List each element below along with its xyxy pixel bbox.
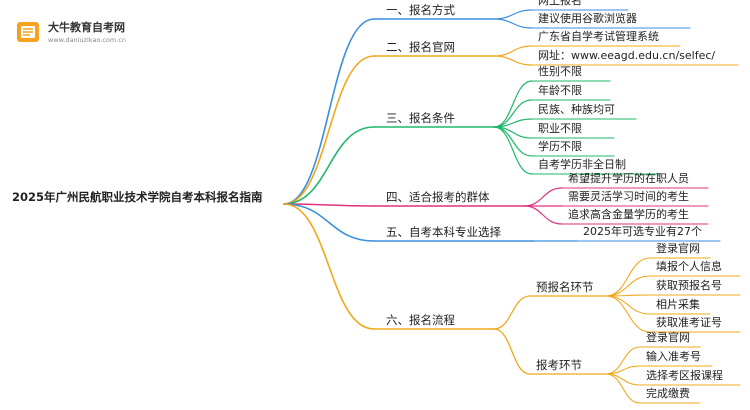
branch-1-label: 一、报名方式	[386, 3, 455, 17]
branch-5-leaf: 2025年可选专业有27个	[583, 225, 702, 238]
connector-line	[283, 126, 375, 205]
flow-step-label: 相片采集	[656, 298, 700, 311]
connector-line	[605, 346, 641, 375]
logo-title: 大牛教育自考网	[48, 21, 125, 34]
connector-line	[605, 373, 641, 404]
root-topic: 2025年广州民航职业技术学院自考本科报名指南	[12, 190, 263, 204]
branch-3-leaf: 性别不限	[538, 65, 582, 78]
branch-3-leaf: 民族、种族均可	[538, 103, 615, 116]
connector-line	[523, 205, 563, 225]
branch-1-leaf: 建议使用谷歌浏览器	[538, 12, 637, 25]
connector-line	[283, 203, 375, 330]
connector-line	[493, 328, 531, 375]
connector-line	[493, 126, 533, 175]
connector-line	[523, 187, 563, 207]
branch-1-leaf: 网上报名	[538, 0, 582, 7]
branch-2-label: 二、报名官网	[386, 40, 455, 54]
connector-line	[493, 55, 533, 66]
branch-4-leaf: 需要灵活学习时间的考生	[568, 190, 689, 203]
connector-line	[493, 18, 533, 29]
connector-line	[605, 373, 641, 386]
connector-line	[283, 203, 375, 242]
branch-3-leaf: 学历不限	[538, 140, 582, 153]
connector-line	[605, 275, 651, 297]
branch-3-leaf: 职业不限	[538, 122, 582, 135]
connector-line	[493, 9, 533, 20]
connector-line	[493, 295, 531, 330]
connector-line	[605, 295, 651, 315]
connector-line	[283, 18, 375, 205]
connector-line	[493, 80, 533, 128]
branch-3-leaf: 年龄不限	[538, 84, 582, 97]
flow-step-label: 填报个人信息	[656, 260, 722, 273]
logo-subtitle: www.daniuzikao.com.cn	[48, 36, 126, 44]
branch-4-leaf: 追求高含金量学历的考生	[568, 208, 689, 221]
flow-step-label: 输入准考号	[646, 350, 701, 363]
connector-line	[283, 203, 375, 207]
branch-6-label: 六、报名流程	[386, 313, 455, 327]
branch-4-leaf: 希望提升学历的在职人员	[568, 172, 689, 185]
branch-4-label: 四、适合报考的群体	[386, 190, 490, 204]
flow-step-label: 获取预报名号	[656, 279, 722, 292]
connector-line	[493, 45, 533, 57]
branch-3-label: 三、报名条件	[386, 111, 455, 125]
flow-step-label: 完成缴费	[646, 387, 690, 400]
connector-line	[283, 55, 375, 205]
branch-2-leaf: 网址：www.eeagd.edu.cn/selfec/	[538, 49, 716, 62]
connector-line	[605, 295, 651, 333]
flow-step-label: 登录官网	[656, 242, 700, 255]
logo-book-icon	[17, 22, 39, 42]
branch-2-leaf: 广东省自学考试管理系统	[538, 30, 659, 43]
flow-step-label: 登录官网	[646, 331, 690, 344]
branch-5-label: 五、自考本科专业选择	[386, 225, 501, 239]
flow-step-label: 获取准考证号	[656, 316, 722, 329]
branch-3-leaf: 自考学历非全日制	[538, 158, 626, 171]
flow-step-label: 选择考区报课程	[646, 369, 723, 382]
flow-stage-label: 报考环节	[536, 358, 582, 372]
site-logo: 大牛教育自考网 www.daniuzikao.com.cn	[14, 14, 134, 50]
flow-stage-label: 预报名环节	[536, 280, 594, 294]
